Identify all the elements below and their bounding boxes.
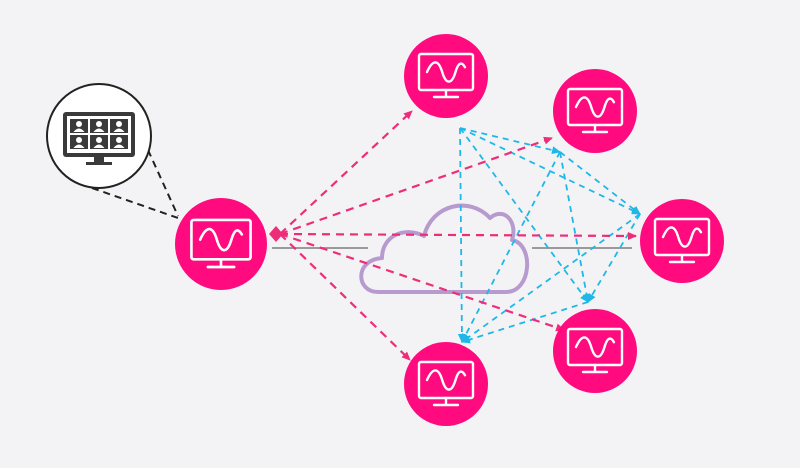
receiver-node-top: [404, 34, 488, 118]
mesh-link-upper-right-to-lower-right: [559, 151, 591, 303]
node-circle: [404, 34, 488, 118]
person-icon: [76, 137, 82, 143]
node-circle: [175, 198, 267, 290]
monitor-with-waveform-icon: [190, 218, 252, 269]
emitter-diamond-icon: [269, 226, 283, 242]
mesh-link-upper-right-to-bottom: [461, 151, 561, 343]
person-icon: [96, 121, 102, 127]
participant-tile: [90, 119, 108, 133]
monitor-with-waveform-icon: [566, 327, 624, 374]
broadcast-link-to-top: [279, 110, 413, 235]
callout-connectors: [91, 149, 179, 219]
receiver-node-bottom: [404, 342, 488, 426]
mesh-link-top-to-right: [459, 127, 641, 215]
video-conference-grid-icon: [63, 112, 135, 165]
mesh-link-right-to-bottom: [461, 213, 641, 343]
callout-connector-right: [147, 149, 179, 217]
node-circle: [404, 342, 488, 426]
mesh-link-top-to-bottom: [457, 127, 466, 343]
broadcast-link-to-right: [279, 231, 637, 240]
node-circle: [640, 199, 724, 283]
person-icon: [116, 137, 122, 143]
monitor-with-waveform-icon: [417, 360, 475, 407]
participant-tile: [110, 135, 128, 149]
mesh-link-lower-right-to-bottom: [461, 301, 589, 344]
nodes: [175, 34, 724, 426]
person-icon: [96, 137, 102, 143]
node-circle: [553, 69, 637, 153]
broadcast-link-to-upper-right: [279, 136, 553, 236]
receiver-node-lower-right: [553, 309, 637, 393]
monitor-with-waveform-icon: [566, 87, 624, 134]
monitor-with-waveform-icon: [653, 217, 711, 264]
broadcast-links: [279, 110, 637, 361]
node-circle: [553, 309, 637, 393]
receiver-node-right: [640, 199, 724, 283]
person-icon: [76, 121, 82, 127]
mesh-link-right-to-lower-right: [587, 213, 641, 303]
source-node: [175, 198, 267, 290]
participant-tile: [70, 135, 88, 149]
participant-tile: [90, 135, 108, 149]
broadcast-link-to-lower-right: [279, 232, 565, 332]
cloud-icon: [359, 203, 529, 294]
receiver-node-upper-right: [553, 69, 637, 153]
monitor-with-waveform-icon: [417, 52, 475, 99]
participant-tile: [70, 119, 88, 133]
person-icon: [116, 121, 122, 127]
callout-connector-left: [91, 187, 179, 219]
mesh-links: [457, 127, 641, 344]
mesh-link-top-to-lower-right: [459, 127, 589, 303]
video-conference-callout: [46, 83, 152, 189]
mesh-link-upper-right-to-right: [559, 151, 641, 215]
broadcast-link-to-bottom: [279, 233, 411, 361]
participant-tile: [110, 119, 128, 133]
